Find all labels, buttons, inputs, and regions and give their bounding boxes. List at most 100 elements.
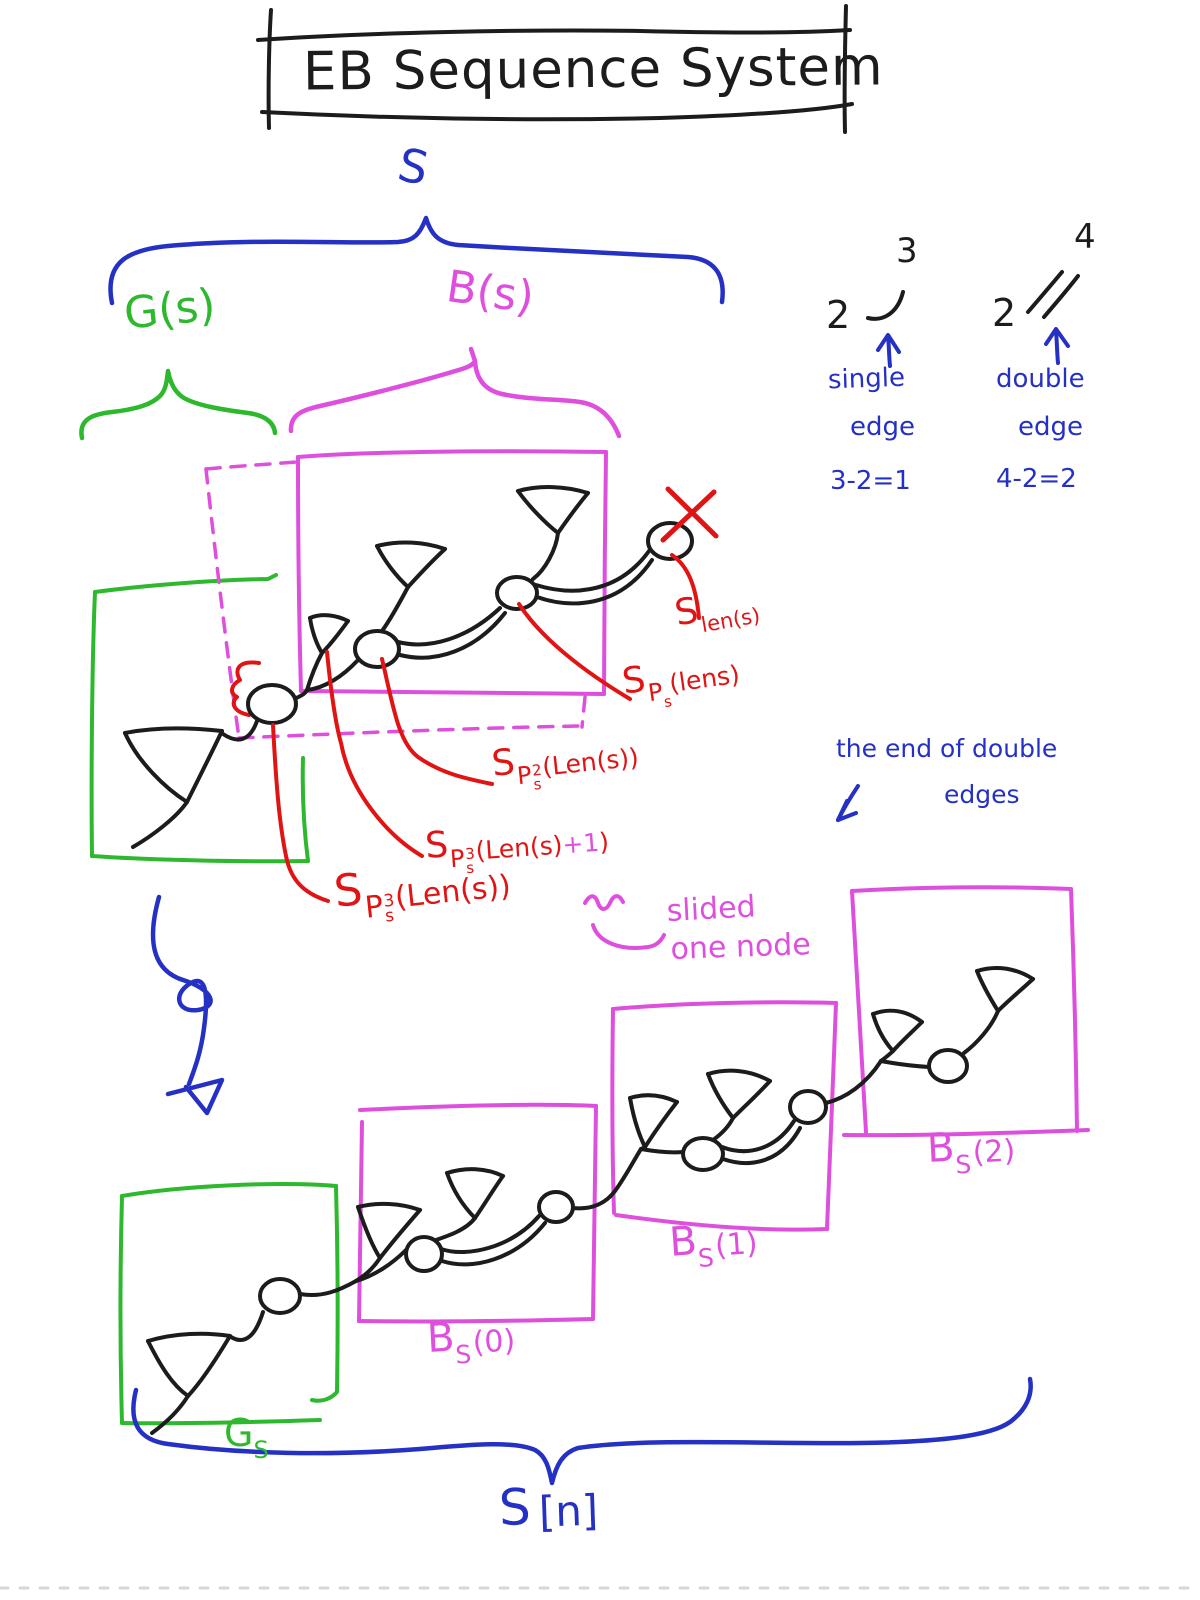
label-gs: GS: [224, 1411, 269, 1463]
label-bs2: BS(2): [925, 1123, 1017, 1180]
math-base: B: [667, 1218, 699, 1266]
tree-triangle: [305, 613, 350, 692]
title-box-frame: [256, 4, 854, 134]
brace-b: [288, 346, 622, 439]
double-edge: [398, 611, 507, 660]
tree-triangle: [375, 540, 447, 633]
label-slided-line1: slided: [665, 889, 757, 929]
node-circle: [258, 1277, 302, 1315]
bs0-box: [357, 1102, 598, 1324]
math-close-paren: ): [598, 827, 610, 857]
node-circle: [927, 1048, 969, 1084]
math-sub: S: [697, 1242, 715, 1273]
node-circle: [246, 683, 298, 725]
edge: [229, 1310, 265, 1342]
math-base: G: [224, 1411, 254, 1455]
math-arg: (1): [713, 1225, 759, 1264]
tree-triangle: [431, 1167, 505, 1243]
pointer-ps3b: [271, 723, 330, 903]
math-arg: (0): [471, 1323, 517, 1361]
double-edge-sup: 4: [1074, 217, 1096, 257]
edge: [639, 1147, 685, 1155]
node-circle: [537, 1190, 575, 1224]
upper-g-box: [89, 573, 310, 864]
node-circle: [681, 1136, 725, 1172]
node-circle: [495, 575, 539, 611]
tree-triangle: [354, 1201, 422, 1283]
end-note-line1: the end of double: [836, 734, 1058, 763]
node-circle: [788, 1089, 828, 1125]
double-edge: [535, 558, 654, 606]
bs1-box: [610, 1000, 838, 1232]
label-sn: S[n]: [497, 1477, 600, 1537]
down-left-arrow-icon: [836, 784, 860, 822]
tree-triangle: [871, 1008, 924, 1063]
label-bs0: BS(0): [425, 1313, 517, 1370]
brace-sn: [131, 1376, 1033, 1486]
double-edge: [720, 1119, 796, 1154]
edge: [221, 719, 259, 742]
edge: [824, 1059, 883, 1105]
math-sub: S: [253, 1436, 269, 1464]
tree-triangle: [706, 1068, 772, 1142]
curly-down-arrow-icon: [150, 894, 225, 1116]
math-subsub: s: [384, 906, 396, 927]
edge: [879, 1059, 931, 1069]
math-arg: (Len(s)): [393, 868, 513, 916]
squiggle-arrow-icon: [583, 894, 666, 950]
pointer-ps3a: [325, 650, 424, 858]
upper-chain: [123, 485, 694, 849]
red-pointers: [271, 553, 701, 903]
double-edge: [396, 606, 502, 647]
math-base: S: [497, 1477, 532, 1537]
math-arg: (2): [971, 1133, 1017, 1171]
math-base: S: [489, 741, 517, 785]
single-edge-base: 2: [826, 293, 851, 337]
math-base: B: [425, 1314, 456, 1362]
double-edge-word2: edge: [1018, 412, 1083, 442]
math-plus-one: +1: [561, 827, 601, 860]
lower-g-box: [118, 1182, 340, 1426]
pointer-ps2: [380, 657, 494, 786]
double-edge: [534, 549, 651, 593]
bs2-box: [842, 885, 1090, 1138]
brace-s: [108, 215, 725, 306]
double-edge: [721, 1126, 802, 1165]
upper-b-box: [296, 449, 608, 696]
page-title: EB Sequence System: [302, 36, 884, 103]
pointer-ps: [517, 602, 632, 701]
pointer-len: [670, 553, 701, 620]
end-note-line2: edges: [944, 780, 1020, 809]
single-edge-word2: edge: [850, 412, 915, 442]
math-arg: [n]: [537, 1485, 600, 1537]
label-slided-line2: one node: [669, 927, 812, 967]
math-arg: (Len(s)): [540, 742, 641, 782]
tree-triangle: [516, 485, 590, 581]
label-bs1: BS(1): [667, 1216, 759, 1273]
label-bs-func: B(s): [443, 261, 538, 324]
single-edge-up-arrow-icon: [876, 333, 901, 368]
double-edge-curves: [1026, 270, 1080, 319]
tree-triangle: [628, 1093, 679, 1151]
edge: [571, 1147, 643, 1211]
node-circle: [353, 629, 401, 669]
double-edge: [439, 1214, 541, 1254]
double-edge-base: 2: [992, 291, 1017, 335]
math-base: S: [619, 658, 649, 703]
red-gap-brace-icon: [230, 660, 261, 717]
math-base: B: [925, 1124, 956, 1172]
math-subsub: s: [532, 774, 543, 794]
edge: [298, 1279, 358, 1297]
tree-triangle: [962, 965, 1035, 1055]
single-edge-sup: 3: [896, 231, 918, 271]
node-circle: [404, 1235, 444, 1273]
label-gs-func: G(s): [121, 279, 218, 340]
edge: [354, 1248, 408, 1283]
math-sub: S: [454, 1339, 473, 1370]
double-edge: [440, 1221, 547, 1267]
node-circle: [646, 521, 694, 561]
tree-triangle: [123, 726, 224, 849]
single-edge-curve: [866, 290, 905, 321]
